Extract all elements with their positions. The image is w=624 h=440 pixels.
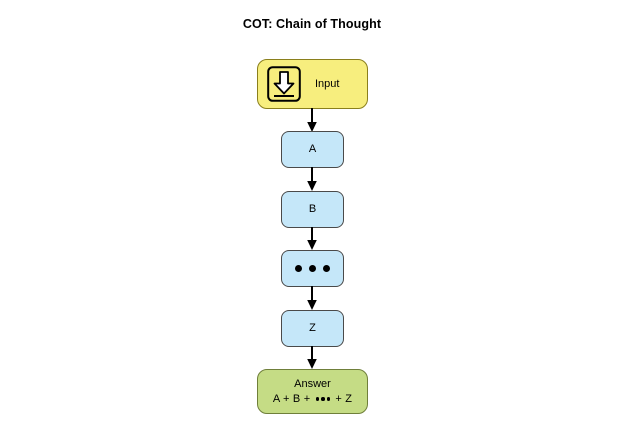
dot [321, 397, 325, 401]
node-step-b-label: B [308, 203, 317, 215]
three-dots-icon [295, 265, 330, 272]
dot [326, 397, 331, 401]
node-answer-label: Answer [294, 378, 331, 390]
node-answer[interactable]: Answer A + B + + Z [257, 369, 368, 414]
dot [309, 265, 316, 272]
node-step-a[interactable]: A [281, 131, 344, 168]
dot [323, 265, 330, 272]
node-input-label: Input [315, 77, 340, 90]
node-input[interactable]: Input [257, 59, 368, 109]
node-answer-expression: A + B + + Z [273, 393, 352, 405]
edge-z-to-answer [305, 346, 319, 370]
answer-expression-prefix: A + B + [272, 393, 314, 405]
dot [315, 397, 320, 401]
edge-input-to-a [305, 108, 319, 133]
node-step-ellipsis[interactable] [281, 250, 344, 287]
download-input-icon [267, 66, 301, 102]
answer-expression-suffix: + Z [332, 393, 353, 405]
dot [295, 265, 302, 272]
node-step-z[interactable]: Z [281, 310, 344, 347]
node-step-b[interactable]: B [281, 191, 344, 228]
node-step-z-label: Z [309, 322, 316, 334]
edge-b-to-ellipsis [305, 227, 319, 251]
three-dots-icon-small [314, 397, 333, 401]
edge-a-to-b [305, 167, 319, 192]
node-step-a-label: A [308, 143, 317, 155]
edge-ellipsis-to-z [305, 286, 319, 311]
page-title: COT: Chain of Thought [242, 17, 382, 31]
